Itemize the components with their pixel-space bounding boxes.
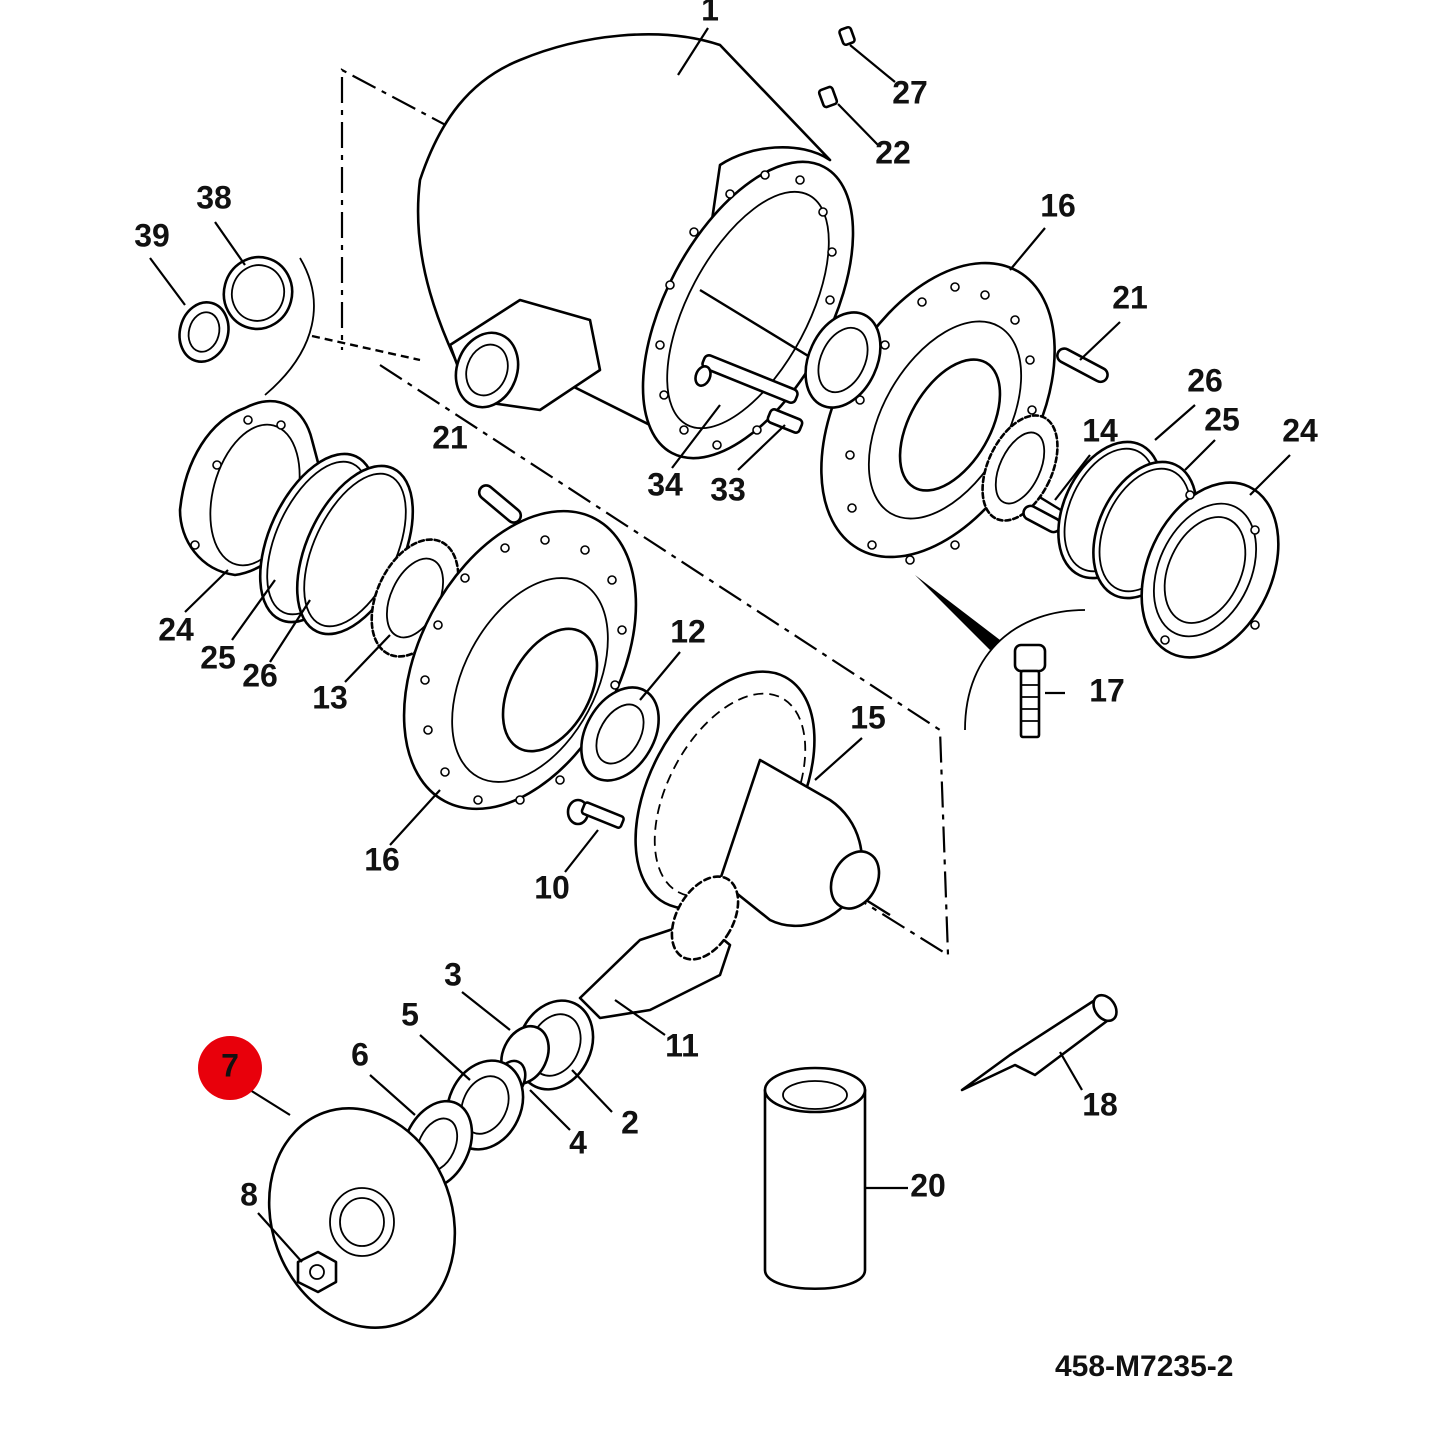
callout-16-upper: 16 — [1040, 187, 1076, 223]
callout-21-upper: 21 — [1112, 279, 1148, 315]
callout-labels: 1 27 22 16 21 39 38 26 25 24 14 34 33 21… — [134, 0, 1318, 1212]
detail-pointer-39-38 — [311, 334, 421, 362]
leader-lines — [149, 27, 1291, 1263]
callout-2: 2 — [621, 1104, 639, 1140]
part-21-lower-pin — [477, 484, 523, 524]
part-24-end-cover-right — [1140, 481, 1280, 659]
callout-3: 3 — [444, 956, 462, 992]
callout-13: 13 — [312, 679, 348, 715]
part-27-stud — [838, 25, 856, 47]
highlight-marker[interactable] — [198, 1036, 262, 1100]
callout-24-upper: 24 — [1282, 412, 1318, 448]
part-16-lower-carrier — [402, 509, 638, 811]
part-8-nut — [296, 1250, 338, 1294]
callout-25-lower: 25 — [200, 639, 236, 675]
callout-33: 33 — [710, 471, 746, 507]
part-12-seal — [580, 686, 660, 782]
part-20-sealant-canister — [763, 1066, 867, 1290]
detail-arc-17 — [964, 609, 1086, 731]
part-11-pinion-shaft — [578, 875, 740, 1020]
callout-26-upper: 26 — [1187, 362, 1223, 398]
callout-14: 14 — [1082, 412, 1118, 448]
callout-5: 5 — [401, 996, 419, 1032]
part-33-bolt — [766, 408, 804, 434]
callout-10: 10 — [534, 869, 570, 905]
callout-15: 15 — [850, 699, 886, 735]
part-21-upper-pin — [1056, 347, 1109, 384]
callout-26-lower: 26 — [242, 657, 278, 693]
detail-pointer-17 — [915, 575, 1000, 650]
callout-11: 11 — [665, 1027, 699, 1063]
part-14-bearing-nut — [981, 414, 1059, 522]
callout-6: 6 — [351, 1036, 369, 1072]
upper-shaft-seal — [804, 311, 882, 409]
callout-17: 17 — [1089, 672, 1125, 708]
callout-22: 22 — [875, 134, 911, 170]
callout-21-lower: 21 — [432, 419, 468, 455]
callout-1: 1 — [701, 0, 719, 27]
part-34-bolt — [694, 353, 799, 405]
part-22-stud — [817, 85, 839, 109]
callout-24-lower: 24 — [158, 611, 194, 647]
highlighted-callout-7[interactable]: 7 — [198, 1036, 262, 1100]
callout-39: 39 — [134, 217, 170, 253]
callout-25-upper: 25 — [1204, 401, 1240, 437]
callout-34: 34 — [647, 466, 683, 502]
callout-27: 27 — [892, 74, 928, 110]
assembly-outline — [340, 68, 950, 958]
part-15-crown-wheel — [634, 670, 881, 928]
callout-12: 12 — [670, 613, 706, 649]
callout-38: 38 — [196, 179, 232, 215]
callout-8: 8 — [240, 1176, 258, 1212]
callout-20: 20 — [910, 1167, 946, 1203]
drawing-reference-code: 458-M7235-2 — [1055, 1350, 1233, 1383]
part-38-bush — [222, 255, 294, 331]
detail-arc-39-38 — [264, 257, 315, 396]
part-10-bolt — [566, 798, 625, 829]
part-18-applicator — [960, 993, 1118, 1092]
part-17-cap-screw — [1013, 643, 1047, 739]
callout-7: 7 — [221, 1047, 239, 1083]
callout-16-lower: 16 — [364, 841, 400, 877]
callout-4: 4 — [569, 1124, 587, 1160]
part-39-seal — [178, 301, 230, 363]
callout-18: 18 — [1082, 1086, 1118, 1122]
